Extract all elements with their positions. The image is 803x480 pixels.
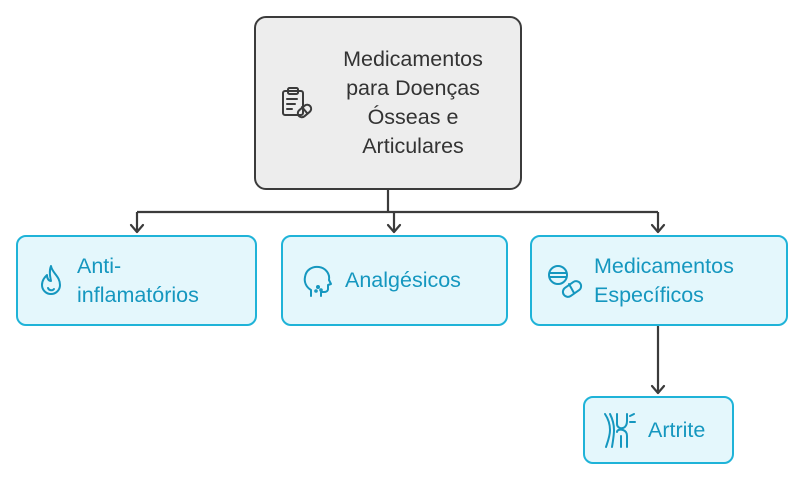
joint-icon (600, 410, 638, 450)
arrowhead-anti-inflamatorios (129, 223, 145, 234)
node-medicamentos-especificos: Medicamentos Específicos (530, 235, 788, 326)
label-artrite: Artrite (648, 417, 706, 442)
pills-icon (544, 261, 584, 301)
label-analgesicos: Analgésicos (345, 268, 461, 292)
node-analgesicos: Analgésicos (281, 235, 508, 326)
clipboard-pill-icon (276, 83, 316, 123)
node-artrite: Artrite (583, 396, 734, 464)
label-medicamentos-especificos: Medicamentos Específicos (594, 253, 734, 307)
root-label: Medicamentos para Doenças Ósseas e Artic… (343, 47, 483, 158)
head-profile-icon (299, 263, 335, 299)
node-anti-inflamatorios: Anti-inflamatórios (16, 235, 257, 326)
arrowhead-analgesicos (386, 223, 402, 234)
label-anti-inflamatorios: Anti-inflamatórios (77, 253, 199, 307)
arrowhead-artrite (650, 384, 666, 395)
root-node: Medicamentos para Doenças Ósseas e Artic… (254, 16, 522, 190)
arrowhead-medicamentos-especificos (650, 223, 666, 234)
flame-icon (35, 263, 67, 299)
